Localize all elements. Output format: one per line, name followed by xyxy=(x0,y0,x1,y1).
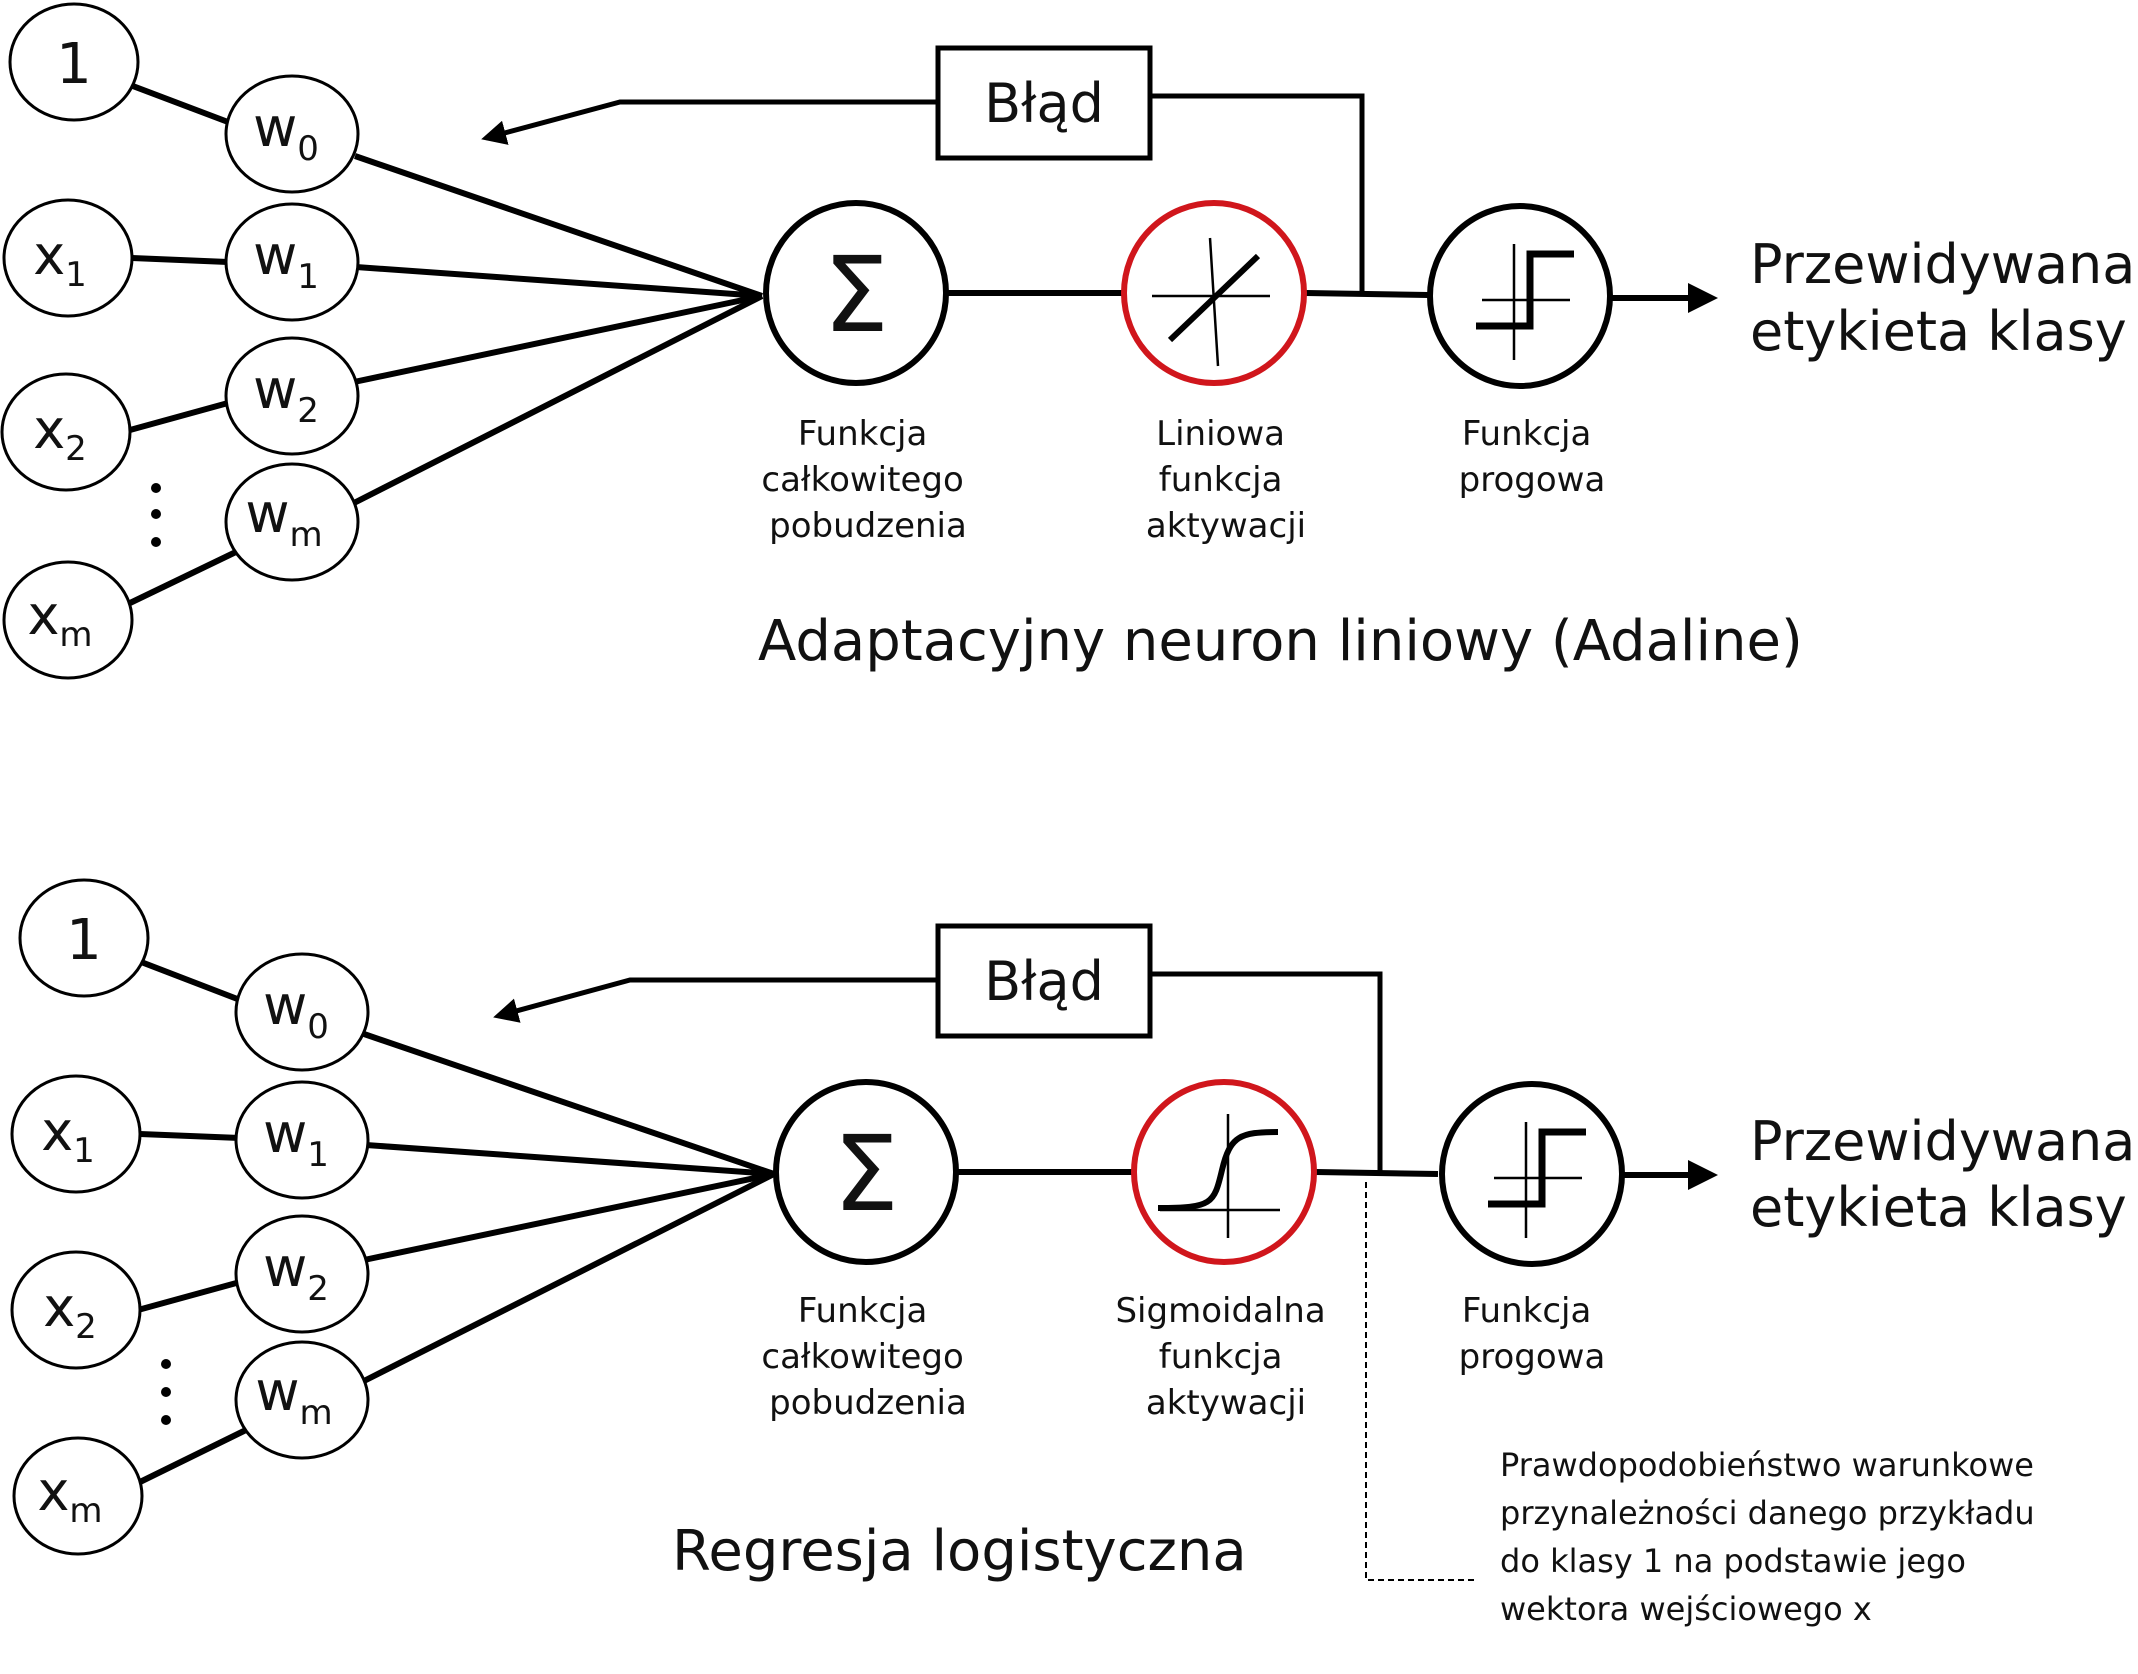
sigmoid-activation-icon xyxy=(1157,1114,1280,1238)
step-function-icon xyxy=(1488,1122,1586,1238)
edge-w1-sum xyxy=(355,264,763,299)
edge-x2-w2 xyxy=(129,400,229,433)
activation-label: Sigmoidalna funkcja aktywacji xyxy=(1115,1291,1336,1423)
net-input-node xyxy=(773,1079,959,1265)
weight-label-w1: w1 xyxy=(263,1102,329,1175)
edge-w2-sum xyxy=(353,293,763,385)
feedback-arrow-left xyxy=(481,99,938,145)
edge-x1-w1 xyxy=(139,1131,241,1141)
input-label-x2: x2 xyxy=(43,1276,97,1347)
input-label-x1: x1 xyxy=(41,1100,95,1171)
output-label: Przewidywana etykieta klasy xyxy=(1750,233,2138,363)
edge-wm-sum xyxy=(360,1171,776,1385)
adaline-panel: Błąd 1 x1 x2 xm w0 w1 w2 xyxy=(0,2,2138,680)
input-node-x2 xyxy=(0,372,132,492)
probability-leader-line xyxy=(1365,1182,1474,1581)
edge-w1-sum xyxy=(365,1142,775,1177)
adaline-feedback-loop: Błąd xyxy=(481,45,1365,293)
logreg-feedback-loop: Błąd xyxy=(493,923,1383,1172)
feedback-line-right xyxy=(1152,93,1365,293)
sum-symbol: Σ xyxy=(833,1113,899,1235)
bias-input-label: 1 xyxy=(56,32,92,97)
threshold-node xyxy=(1427,203,1613,389)
threshold-label: Funkcja progowa xyxy=(1459,1291,1606,1377)
edge-w0-sum xyxy=(354,153,763,299)
input-node-xm xyxy=(12,1436,144,1556)
edge-x1-w1 xyxy=(131,255,229,265)
bias-input-node xyxy=(8,2,140,122)
weight-label-w1: w1 xyxy=(253,224,319,297)
output-label: Przewidywana etykieta klasy xyxy=(1750,1110,2138,1239)
weight-node-wm xyxy=(224,462,360,582)
adaline-summation: Σ Funkcja całkowitego pobudzenia xyxy=(761,200,974,546)
edge-xm-wm xyxy=(128,547,242,606)
edge-w0-sum xyxy=(363,1031,775,1177)
input-label-x2: x2 xyxy=(33,398,87,469)
threshold-label: Funkcja progowa xyxy=(1459,414,1606,500)
edge-wm-sum xyxy=(350,293,764,507)
weight-node-w0 xyxy=(234,952,370,1072)
threshold-node xyxy=(1439,1081,1625,1267)
step-function-icon xyxy=(1476,244,1574,360)
adaline-title: Adaptacyjny neuron liniowy (Adaline) xyxy=(758,609,1803,674)
weight-label-w2: w2 xyxy=(253,358,319,431)
adaline-edges xyxy=(70,60,1718,606)
input-node-xm xyxy=(2,560,134,680)
sum-symbol: Σ xyxy=(823,234,889,356)
edge-x2-w2 xyxy=(137,1279,241,1313)
weight-node-w2 xyxy=(234,1214,370,1334)
edge-activation-threshold xyxy=(1305,290,1429,298)
weight-label-w2: w2 xyxy=(263,1236,329,1309)
weight-node-w0 xyxy=(224,74,360,194)
input-label-xm: xm xyxy=(37,1460,102,1531)
adaline-threshold: Funkcja progowa xyxy=(1427,203,1613,500)
weight-node-wm xyxy=(234,1340,370,1460)
edge-xm-wm xyxy=(138,1425,252,1485)
error-box xyxy=(935,923,1153,1039)
weight-label-wm: wm xyxy=(255,1360,332,1433)
input-node-x1 xyxy=(2,198,134,318)
input-node-x1 xyxy=(10,1074,142,1194)
weight-label-w0: w0 xyxy=(263,974,329,1047)
probability-note: Prawdopodobieństwo warunkowe przynależno… xyxy=(1500,1446,2045,1628)
net-input-label: Funkcja całkowitego pobudzenia xyxy=(761,1291,974,1423)
input-ellipsis-dots xyxy=(161,1359,171,1425)
weight-label-wm: wm xyxy=(245,482,322,555)
error-box-label: Błąd xyxy=(984,950,1104,1013)
error-box-label: Błąd xyxy=(984,72,1104,135)
net-input-label: Funkcja całkowitego pobudzenia xyxy=(761,414,974,546)
linear-activation-icon xyxy=(1152,237,1270,367)
feedback-line-right xyxy=(1152,971,1383,1172)
logreg-panel: Błąd 1 x1 x2 xm w0 w1 w2 xyxy=(10,878,2138,1628)
weight-node-w2 xyxy=(224,336,360,456)
bias-input-node xyxy=(18,878,150,998)
input-ellipsis-dots xyxy=(151,483,161,547)
activation-label: Liniowa funkcja aktywacji xyxy=(1146,414,1306,546)
logreg-summation: Σ Funkcja całkowitego pobudzenia xyxy=(761,1079,974,1423)
bias-input-label: 1 xyxy=(66,908,102,973)
logreg-activation: Sigmoidalna funkcja aktywacji xyxy=(1115,1079,1336,1423)
weight-label-w0: w0 xyxy=(253,96,319,169)
error-box xyxy=(935,45,1153,161)
net-input-node xyxy=(763,200,949,386)
input-label-x1: x1 xyxy=(33,224,87,295)
logreg-input-nodes: 1 x1 x2 xm xyxy=(10,878,171,1556)
edge-activation-threshold xyxy=(1315,1169,1439,1177)
logreg-weight-nodes: w0 w1 w2 wm xyxy=(234,952,370,1460)
edge-w2-sum xyxy=(363,1171,775,1263)
weight-node-w1 xyxy=(224,202,360,322)
logreg-title: Regresja logistyczna xyxy=(672,1519,1247,1584)
weight-node-w1 xyxy=(234,1080,370,1200)
adaline-input-nodes: 1 x1 x2 xm xyxy=(0,2,161,680)
logreg-threshold: Funkcja progowa xyxy=(1439,1081,1625,1377)
feedback-arrow-left xyxy=(493,977,938,1023)
adaline-weight-nodes: w0 w1 w2 wm xyxy=(224,74,360,582)
input-label-xm: xm xyxy=(27,584,92,655)
adaline-activation: Liniowa funkcja aktywacji xyxy=(1121,200,1307,546)
input-node-x2 xyxy=(10,1250,142,1370)
